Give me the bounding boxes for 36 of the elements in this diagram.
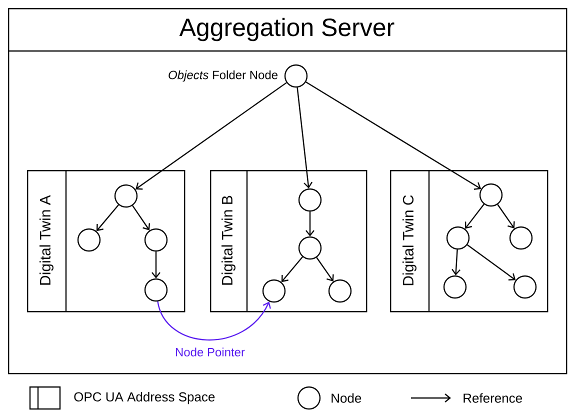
arrow xyxy=(281,256,304,282)
arrow xyxy=(135,82,287,190)
arrow xyxy=(467,244,516,280)
arrow xyxy=(132,205,150,230)
node-circle xyxy=(144,278,168,302)
legend-label: OPC UA Address Space xyxy=(74,392,215,404)
node-circle xyxy=(513,275,537,299)
legend-label: Reference xyxy=(464,393,522,403)
node-circle xyxy=(262,279,286,303)
address-space-box: Digital Twin B xyxy=(210,170,368,312)
arrow xyxy=(464,204,484,229)
node-circle xyxy=(144,228,168,252)
node-circle xyxy=(509,226,533,250)
arrow xyxy=(306,82,482,190)
arrow xyxy=(96,204,119,232)
arrow xyxy=(157,301,271,341)
legend-label: Node xyxy=(332,393,362,403)
node-circle xyxy=(328,279,352,303)
arrow xyxy=(296,87,313,188)
node-circle xyxy=(479,183,503,207)
arrow xyxy=(452,250,461,276)
address-space-box: Digital Twin A xyxy=(27,170,186,312)
address-space-box: Digital Twin C xyxy=(390,170,548,312)
node-caption: Objects Folder Node xyxy=(168,70,278,82)
edge-label: Node Pointer xyxy=(174,346,246,358)
arrow xyxy=(497,204,515,228)
node-circle xyxy=(284,64,308,88)
node-circle xyxy=(77,228,101,252)
node-circle xyxy=(114,184,138,208)
node-circle xyxy=(298,236,322,260)
node-circle xyxy=(446,226,470,250)
node-circle xyxy=(298,188,322,212)
arrow xyxy=(316,257,334,282)
arrow xyxy=(152,252,160,278)
node-circle xyxy=(443,275,467,299)
arrow xyxy=(306,212,314,236)
